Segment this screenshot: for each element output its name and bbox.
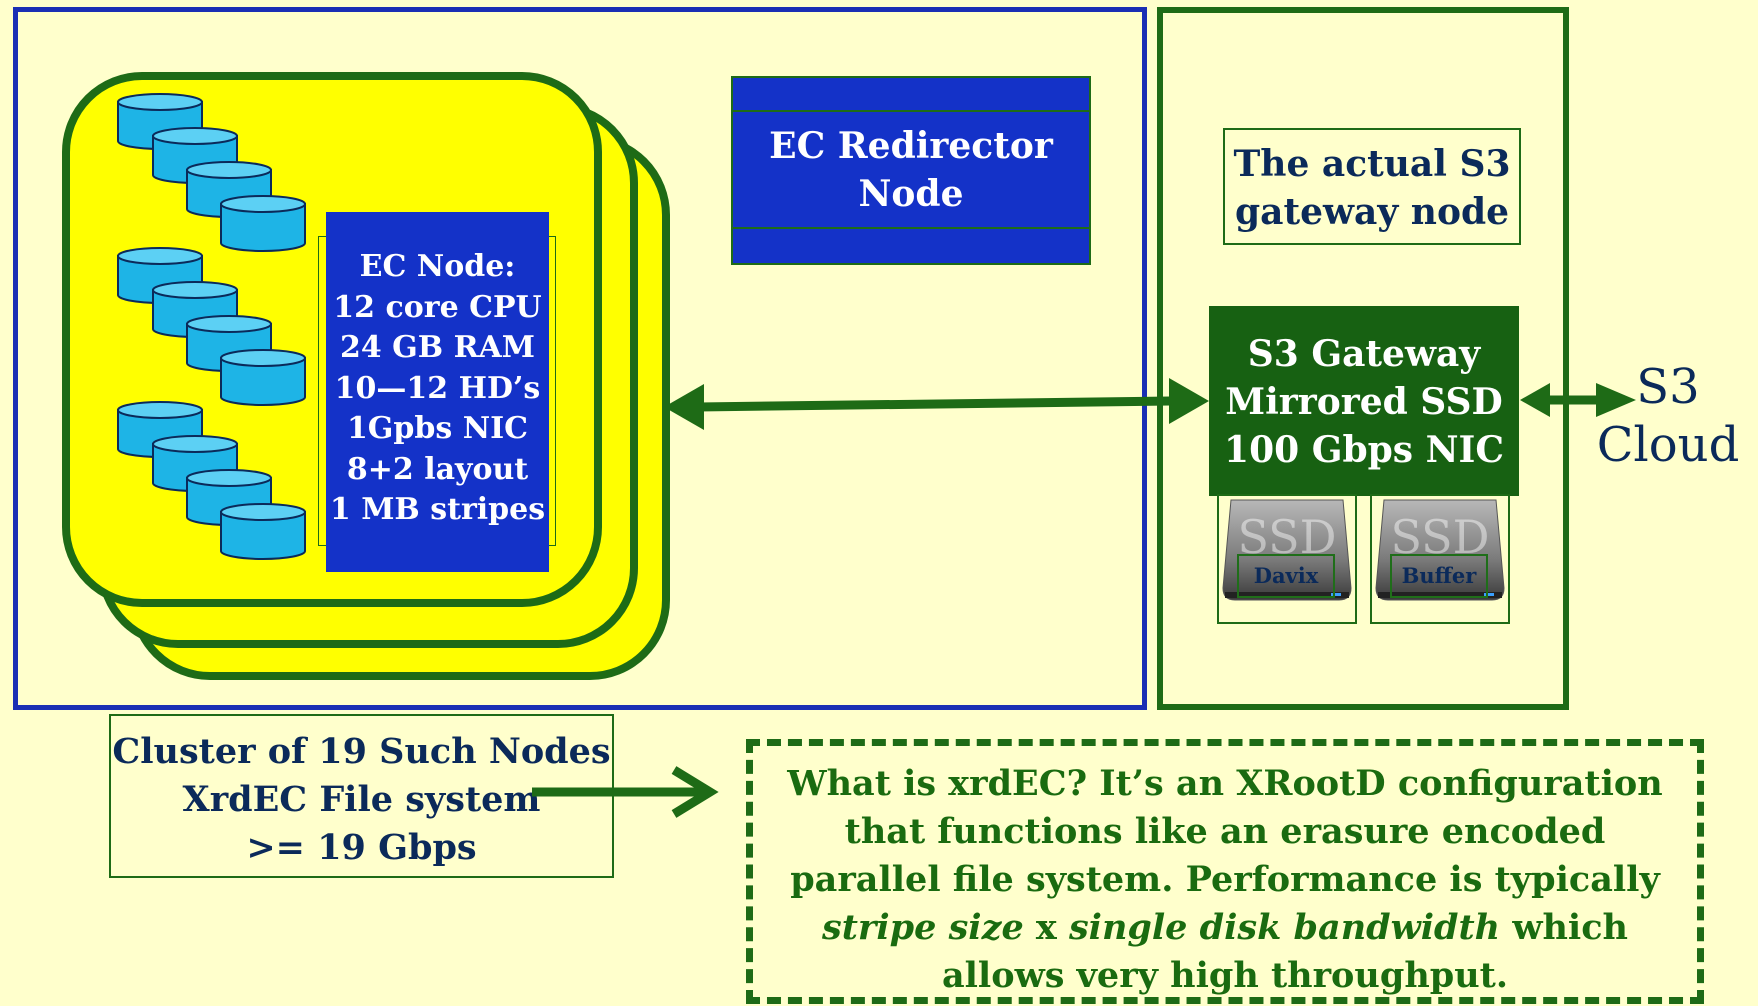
s3-gateway-line: Mirrored SSD — [1225, 381, 1503, 423]
cluster-line: >= 19 Gbps — [246, 827, 477, 868]
description-text-2: x — [1023, 907, 1069, 948]
ssd-label-davix: Davix — [1237, 554, 1335, 598]
ssd-drive-icon — [1222, 499, 1352, 601]
description-italic-1: stripe size — [822, 907, 1024, 948]
ssd-label-buffer: Buffer — [1390, 554, 1488, 598]
ec-to-gateway-arrow — [664, 378, 1209, 430]
gateway-note-line-2: gateway node — [1234, 191, 1510, 233]
cluster-to-description-arrow — [532, 766, 719, 818]
redirector-line-2: Node — [858, 173, 964, 215]
description-text-1: What is xrdEC? It’s an XRootD configurat… — [787, 763, 1663, 900]
ec-node-line: 12 core CPU — [333, 289, 542, 325]
ec-node-line: 8+2 layout — [346, 451, 529, 487]
disk-icon — [220, 503, 306, 560]
cluster-frame — [13, 7, 1147, 710]
description-box: What is xrdEC? It’s an XRootD configurat… — [746, 739, 1704, 1004]
ec-node-line: 1 MB stripes — [329, 492, 546, 527]
description-italic-2: single disk bandwidth — [1068, 907, 1501, 948]
cluster-line: Cluster of 19 Such Nodes — [112, 731, 611, 772]
ec-node-line: 1Gpbs NIC — [346, 411, 529, 446]
redirector-label: EC Redirector Node — [733, 122, 1089, 218]
ec-node-line: 10—12 HD’s — [334, 370, 541, 406]
gateway-to-cloud-arrow — [1520, 383, 1636, 417]
gateway-note: The actual S3 gateway node — [1223, 128, 1521, 245]
s3-gateway-line: S3 Gateway — [1247, 333, 1481, 375]
ssd-drive-buffer: SSD Buffer — [1370, 494, 1510, 624]
ec-redirector-node: EC Redirector Node — [731, 76, 1091, 265]
description-text-3: which allows very high throughput. — [941, 907, 1628, 996]
disk-stack — [0, 0, 306, 560]
s3-gateway-line: 100 Gbps NIC — [1224, 429, 1504, 471]
ec-node-line: EC Node: — [359, 249, 516, 284]
redirector-divider-top — [733, 110, 1089, 112]
ssd-drive-davix: SSD Davix — [1217, 494, 1357, 624]
cluster-line: XrdEC File system — [182, 779, 541, 820]
gateway-frame — [1157, 7, 1569, 710]
s3-cloud-line-1: S3 — [1636, 359, 1700, 415]
gateway-note-line-1: The actual S3 — [1233, 143, 1511, 185]
s3-cloud-label: S3 Cloud — [1582, 358, 1754, 474]
ec-node-line: 24 GB RAM — [339, 330, 536, 365]
disk-icon — [220, 195, 306, 252]
ec-node-box: EC Node: 12 core CPU 24 GB RAM 10—12 HD’… — [326, 212, 549, 572]
disk-icon — [220, 349, 306, 406]
s3-cloud-line-2: Cloud — [1596, 417, 1740, 473]
s3-gateway-box: S3 Gateway Mirrored SSD 100 Gbps NIC — [1209, 306, 1519, 496]
redirector-divider-bottom — [733, 227, 1089, 229]
cluster-label: Cluster of 19 Such Nodes XrdEC File syst… — [109, 714, 614, 878]
ssd-drive-icon — [1375, 499, 1505, 601]
redirector-line-1: EC Redirector — [769, 125, 1053, 167]
